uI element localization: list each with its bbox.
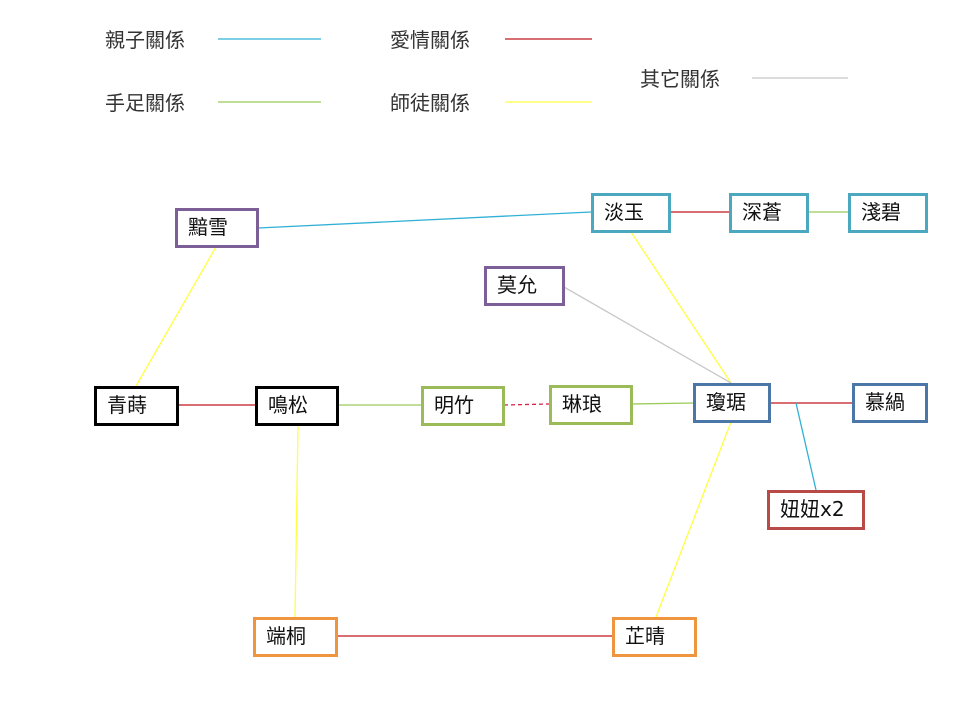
legend-label-other: 其它關係 [640,67,720,91]
edge-moyun-qiongju [563,286,732,384]
edge-mingsong-duantong [294,424,299,618]
edge-linlang-qiongju [631,402,694,405]
legend-label-master: 師徒關係 [390,91,470,115]
node-qiongju[interactable]: 瓊琚 [693,383,771,423]
node-anxue[interactable]: 黯雪 [175,208,259,248]
node-mugua[interactable]: 慕緺 [852,383,928,423]
legend-label-sibling: 手足關係 [105,91,185,115]
edge-anxue-danyu [257,211,592,229]
edge-qiongju-zhiqing [655,421,732,618]
node-qingshi[interactable]: 青蒔 [94,386,179,426]
node-linlang[interactable]: 琳琅 [549,385,633,425]
edge-danyu-qiongju [630,231,732,384]
edge-mingzhu-linlang [503,403,550,406]
edge-anxue-qingshi [135,246,217,387]
node-mingzhu[interactable]: 明竹 [421,386,505,426]
node-mingsong[interactable]: 鳴松 [255,386,339,426]
edge-qiongju-niuniu [795,402,817,491]
node-niuniu[interactable]: 妞妞x2 [767,490,865,530]
node-zhiqing[interactable]: 芷晴 [612,617,697,657]
node-duantong[interactable]: 端桐 [253,617,338,657]
legend-label-love: 愛情關係 [390,28,470,52]
node-qianbi[interactable]: 淺碧 [848,193,928,233]
node-moyun[interactable]: 莫允 [484,266,565,306]
node-shencang[interactable]: 深蒼 [729,193,809,233]
node-danyu[interactable]: 淡玉 [591,193,671,233]
legend-label-parent: 親子關係 [105,28,185,52]
